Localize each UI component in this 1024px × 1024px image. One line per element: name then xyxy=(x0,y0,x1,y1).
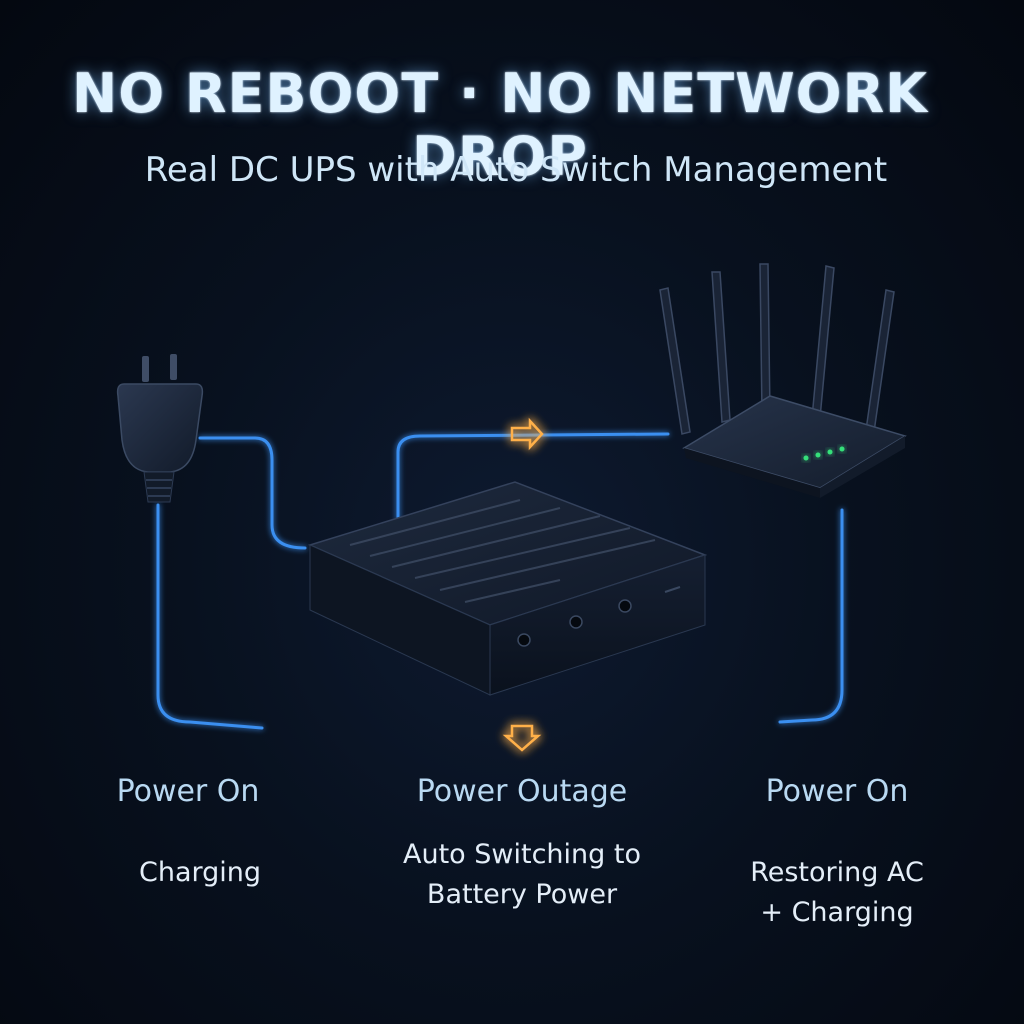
stage-3-description-line-1: Restoring AC xyxy=(750,857,924,888)
wifi-router xyxy=(659,263,907,498)
cable-ups-to-router xyxy=(396,432,670,522)
stage-1-title: Power On xyxy=(116,774,260,809)
cable-plug-to-ups xyxy=(198,436,307,550)
stage-1-description: Charging xyxy=(138,857,262,888)
stage-2-description: Auto Switching to Battery Power xyxy=(372,835,672,915)
stage-3-description: Restoring AC + Charging xyxy=(722,853,952,933)
stage-3-title: Power On xyxy=(765,774,909,809)
cable-router-drop xyxy=(778,508,844,724)
headline: NO REBOOT · NO NETWORK DROP xyxy=(72,62,928,188)
power-cables xyxy=(156,432,844,730)
subheadline: Real DC UPS with Auto Switch Management xyxy=(144,150,888,190)
stage-2-description-line-1: Auto Switching to xyxy=(403,839,641,870)
ups-battery-box xyxy=(307,481,708,696)
wall-plug xyxy=(116,354,204,503)
outage-arrow-down xyxy=(502,724,542,752)
stage-2-description-line-2: Battery Power xyxy=(426,879,618,910)
cable-plug-drop xyxy=(156,503,264,730)
flow-arrow-right xyxy=(510,417,544,451)
stage-3-description-line-2: + Charging xyxy=(760,897,914,928)
stage-2-title: Power Outage xyxy=(416,774,628,809)
